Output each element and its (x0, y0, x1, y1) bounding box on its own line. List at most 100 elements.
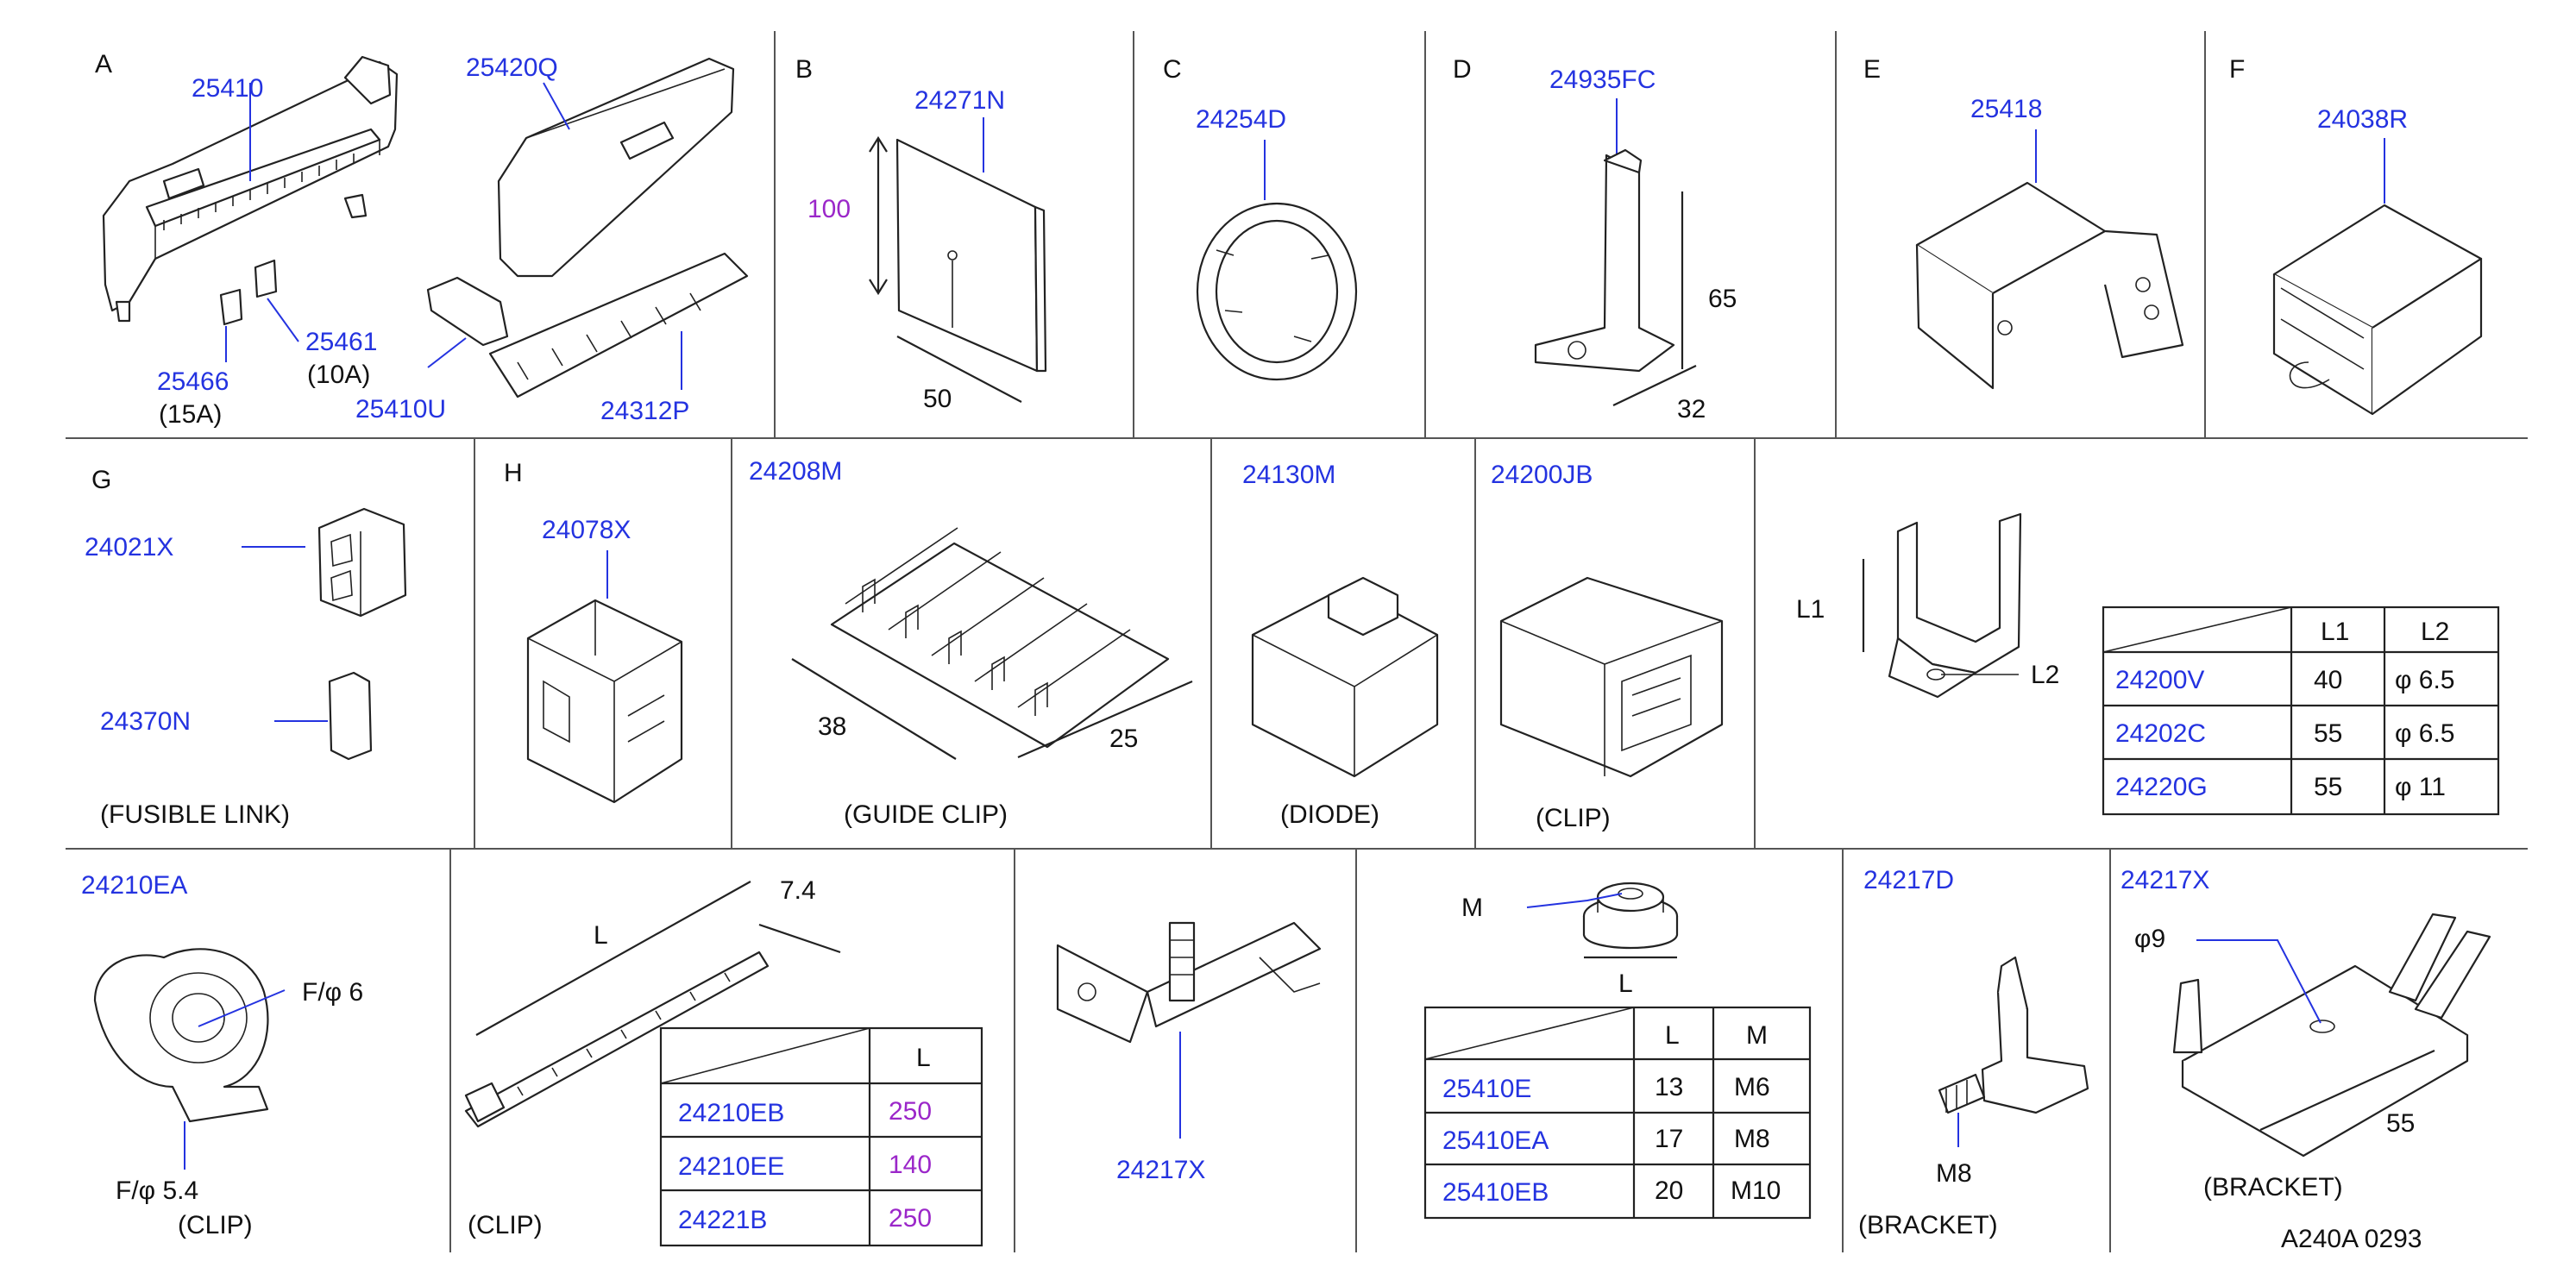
part-24038r[interactable]: 24038R (2317, 105, 2408, 134)
dim-nut-l: L (1618, 969, 1633, 998)
dim-ea-f1: F/φ 6 (302, 978, 363, 1007)
part-24271n[interactable]: 24271N (914, 86, 1005, 115)
table-clip-part[interactable]: 24200V (2115, 666, 2204, 694)
table-tie-part[interactable]: 24210EB (678, 1099, 784, 1127)
dim-b-width: 50 (923, 385, 952, 413)
section-label-d: D (1453, 55, 1472, 84)
note-10a: (10A) (307, 361, 370, 389)
note-guide-clip: (GUIDE CLIP) (844, 800, 1008, 829)
section-nut: M L L M 25410E 13 M6 25410EA 17 M8 25410… (1423, 882, 1812, 1220)
table-clip-part[interactable]: 24202C (2115, 719, 2206, 748)
section-stud-bracket: 24217X (1056, 921, 1322, 1184)
part-24208m[interactable]: 24208M (749, 457, 842, 486)
dim-ea-f2: F/φ 5.4 (116, 1176, 198, 1205)
table-tie-part[interactable]: 24221B (678, 1206, 767, 1234)
table-clip-l2: φ 6.5 (2395, 666, 2455, 694)
section-guide-clip: 24208M 38 25 (GUIDE CLIP) (749, 457, 1193, 829)
table-clip-l2: φ 11 (2395, 773, 2446, 801)
section-label-g: G (91, 466, 111, 494)
part-24217x-right[interactable]: 24217X (2120, 866, 2209, 894)
dim-d-height: 65 (1708, 285, 1737, 313)
table-nut-l: 13 (1655, 1073, 1683, 1101)
table-clip-l1: 55 (2314, 773, 2342, 801)
label-sheet-drawing (488, 252, 749, 398)
connector-24038r-drawing (2272, 204, 2483, 416)
table-nut-l: 17 (1655, 1125, 1683, 1153)
table-tie-l: 250 (889, 1097, 932, 1126)
section-d: D 24935FC 65 32 (1453, 55, 1737, 424)
part-25420q[interactable]: 25420Q (466, 53, 558, 82)
table-nut-header-l: L (1665, 1021, 1680, 1050)
table-tie-part[interactable]: 24210EE (678, 1152, 784, 1181)
part-24130m[interactable]: 24130M (1242, 461, 1335, 489)
part-25466[interactable]: 25466 (157, 367, 229, 396)
section-clip-l: L1 L2 L1 L2 24200V 40 φ 6.5 24202C 55 φ … (1796, 512, 2500, 816)
dim-d-width: 32 (1677, 395, 1706, 424)
table-tie-l: 250 (889, 1204, 932, 1233)
table-nut-m: M6 (1734, 1073, 1770, 1101)
table-clip-l1: 55 (2314, 719, 2342, 748)
note-diode: (DIODE) (1280, 800, 1379, 829)
part-25410[interactable]: 25410 (192, 74, 263, 103)
clip-jb-drawing (1499, 576, 1724, 778)
table-nut-header-m: M (1746, 1021, 1768, 1050)
table-nut-part[interactable]: 25410EB (1442, 1178, 1549, 1207)
fusible-link-24021x-drawing (317, 507, 407, 618)
dim-tie-width: 7.4 (780, 876, 816, 905)
table-nut-m: M10 (1731, 1176, 1781, 1205)
note-fusible-link: (FUSIBLE LINK) (100, 800, 290, 829)
section-diode: 24130M (DIODE) (1242, 461, 1439, 829)
section-grid (66, 31, 2528, 1252)
note-15a: (15A) (159, 400, 222, 429)
part-25418[interactable]: 25418 (1970, 95, 2042, 123)
section-clip-ea: 24210EA F/φ 6 F/φ 5.4 (CLIP) (81, 871, 363, 1239)
dim-nut-m: M (1461, 894, 1483, 922)
dim-b-height: 100 (807, 195, 851, 223)
part-24370n[interactable]: 24370N (100, 707, 191, 736)
clip-l-drawing (1888, 512, 2022, 699)
part-24200jb[interactable]: 24200JB (1491, 461, 1593, 489)
section-label-c: C (1163, 55, 1182, 84)
section-bracket-x: 24217X φ9 55 (BRACKET) A240A 0293 (2120, 866, 2491, 1253)
part-25410u[interactable]: 25410U (355, 395, 446, 424)
section-h: H 24078X (504, 459, 683, 804)
note-bracket-x: (BRACKET) (2203, 1173, 2343, 1202)
part-24217x-middle[interactable]: 24217X (1116, 1156, 1205, 1184)
table-nut-part[interactable]: 25410EA (1442, 1126, 1549, 1155)
part-24217d[interactable]: 24217D (1863, 866, 1954, 894)
section-label-f: F (2229, 55, 2245, 84)
note-bracket-d: (BRACKET) (1858, 1211, 1998, 1239)
part-24210ea[interactable]: 24210EA (81, 871, 187, 900)
fuse-10a-drawing (254, 259, 278, 298)
part-24935fc[interactable]: 24935FC (1549, 66, 1656, 94)
bracket-x-drawing (2172, 913, 2491, 1158)
table-clip-l2: φ 6.5 (2395, 719, 2455, 748)
reference-code: A240A 0293 (2281, 1225, 2422, 1253)
connector-24078x-drawing (526, 599, 683, 804)
fuse-15a-drawing (219, 288, 243, 326)
part-24021x[interactable]: 24021X (85, 533, 173, 562)
table-nut-m: M8 (1734, 1125, 1770, 1153)
bracket-25418-drawing (1915, 181, 2184, 390)
section-label-a: A (95, 50, 112, 78)
part-24078x[interactable]: 24078X (542, 516, 631, 544)
table-tie-l: 140 (889, 1151, 932, 1179)
table-clip-part[interactable]: 24220G (2115, 773, 2208, 801)
section-a: A 25410 25420Q 25466 (15A) 25461 (95, 50, 749, 429)
table-tie-header-l: L (916, 1044, 931, 1072)
section-f: F 24038R (2229, 55, 2483, 416)
note-clip-tie: (CLIP) (468, 1211, 543, 1239)
fuse-puller-drawing (426, 276, 509, 347)
dim-tie-length: L (594, 921, 608, 950)
section-bracket-d: 24217D M8 (BRACKET) (1858, 866, 2089, 1239)
note-clip-jb: (CLIP) (1536, 804, 1611, 832)
dim-phi9: φ9 (2134, 925, 2165, 953)
part-24312p[interactable]: 24312P (600, 397, 689, 425)
part-25461[interactable]: 25461 (305, 328, 377, 356)
part-24254d[interactable]: 24254D (1196, 105, 1286, 134)
table-nut-part[interactable]: 25410E (1442, 1075, 1531, 1103)
fuse-block-drawing (102, 55, 399, 323)
cover-25420q-drawing (497, 57, 735, 278)
